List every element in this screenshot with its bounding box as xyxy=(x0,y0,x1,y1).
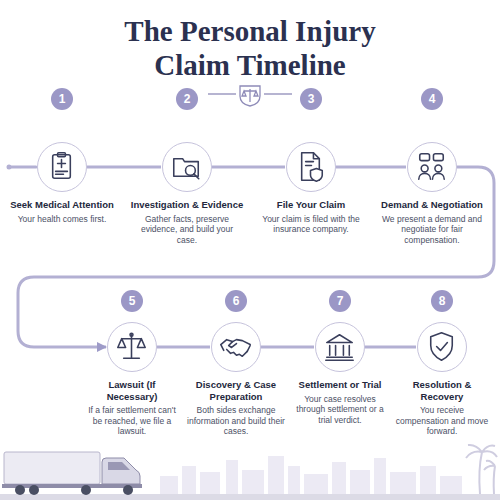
timeline-connector xyxy=(336,166,406,169)
step-heading: Discovery & Case Preparation xyxy=(187,379,285,402)
step-icon-circle xyxy=(107,322,157,372)
step-icon xyxy=(418,323,465,370)
step-icon xyxy=(108,323,155,370)
step-node: 2Investigation & EvidenceGather facts, p… xyxy=(130,88,244,245)
step-description: Your case resolves through settlement or… xyxy=(291,394,389,426)
step-description: Both sides exchange information and buil… xyxy=(187,405,285,437)
step-node: 1Seek Medical AttentionYour health comes… xyxy=(5,88,119,224)
step-heading: Investigation & Evidence xyxy=(131,199,243,211)
step-icon xyxy=(287,143,334,190)
step-icon-circle xyxy=(417,322,467,372)
step-icon-circle xyxy=(286,142,336,192)
step-node: 3File Your ClaimYour claim is filed with… xyxy=(254,88,368,235)
step-number: 2 xyxy=(176,88,198,110)
step-icon-circle xyxy=(211,322,261,372)
timeline-connector xyxy=(212,166,285,169)
step-number: 5 xyxy=(121,290,143,312)
road xyxy=(0,494,500,500)
step-description: Your claim is filed with the insurance c… xyxy=(254,214,368,235)
step-node: 7Settlement or TrialYour case resolves t… xyxy=(291,290,389,425)
step-number: 8 xyxy=(431,290,453,312)
title: The Personal Injury Claim Timeline xyxy=(95,14,405,82)
step-icon xyxy=(163,143,210,190)
justice-scale-emblem xyxy=(208,86,292,106)
step-node: 4Demand & Negotiation We present a demand… xyxy=(375,88,489,245)
step-icon xyxy=(212,323,259,370)
step-number: 1 xyxy=(51,88,73,110)
step-icon-circle xyxy=(162,142,212,192)
step-number: 4 xyxy=(421,88,443,110)
timeline-connector xyxy=(87,166,161,169)
step-icon-circle xyxy=(37,142,87,192)
step-description: Gather facts, preserve evidence, and bui… xyxy=(130,214,244,246)
step-number: 6 xyxy=(225,290,247,312)
step-number: 7 xyxy=(329,290,351,312)
timeline-start xyxy=(7,165,37,170)
step-node: 8Resolution & RecoveryYou receive compen… xyxy=(393,290,491,437)
step-description: If a fair settlement can't be reached, w… xyxy=(83,405,181,437)
step-heading: Settlement or Trial xyxy=(299,379,382,391)
step-heading: File Your Claim xyxy=(277,199,345,211)
step-description: Your health comes first. xyxy=(18,214,107,225)
step-icon-circle xyxy=(407,142,457,192)
step-icon xyxy=(316,323,363,370)
step-heading: Demand & Negotiation xyxy=(381,199,483,211)
step-description: You receive compensation and move forwar… xyxy=(393,405,491,437)
step-icon xyxy=(38,143,85,190)
timeline-connector xyxy=(261,346,314,349)
step-heading: Lawsuit (If Necessary) xyxy=(83,379,181,402)
timeline-connector xyxy=(157,346,210,349)
timeline-connector xyxy=(18,167,494,347)
step-number: 3 xyxy=(300,88,322,110)
step-node: 5Lawsuit (If Necessary) If a fair settlem… xyxy=(83,290,181,437)
city-skyline xyxy=(160,456,462,494)
truck xyxy=(2,452,142,495)
step-description: We present a demand and negotiate for fa… xyxy=(375,214,489,246)
step-icon-circle xyxy=(315,322,365,372)
step-heading: Resolution & Recovery xyxy=(393,379,491,402)
step-node: 6Discovery & Case PreparationBoth sides … xyxy=(187,290,285,437)
step-icon xyxy=(408,143,455,190)
palm-trees xyxy=(466,445,497,494)
step-heading: Seek Medical Attention xyxy=(10,199,114,211)
timeline-connector xyxy=(365,346,416,349)
